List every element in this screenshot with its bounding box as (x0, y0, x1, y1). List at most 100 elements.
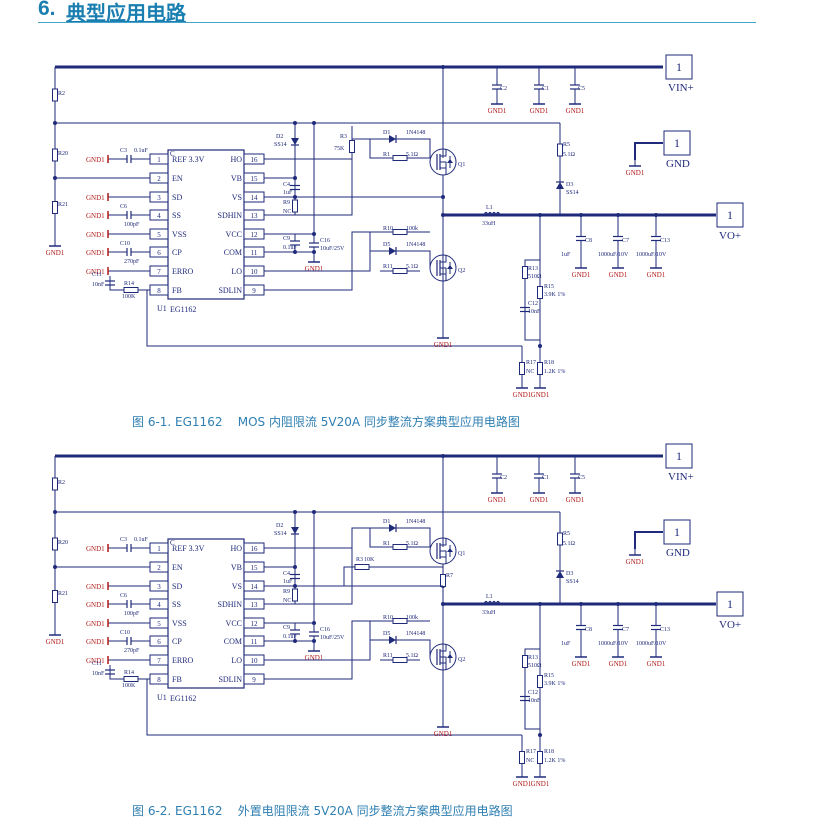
ground-label: GND1 (305, 265, 324, 273)
ground-label: GND1 (531, 391, 550, 399)
pin-number: 5 (157, 620, 161, 628)
ground-label: GND1 (530, 496, 549, 504)
component-label: C5 (578, 475, 585, 481)
component-label: NC (283, 209, 291, 215)
component-label: R15 (544, 673, 554, 679)
resistor (349, 140, 355, 153)
component-label: C1 (542, 86, 549, 92)
component-label: 1000uF/10V (598, 641, 629, 647)
component-label: 1000uF/10V (598, 252, 629, 258)
component-label: Q2 (458, 657, 465, 663)
component-label: Q2 (458, 268, 465, 274)
component-label: C7 (622, 627, 629, 633)
resistor (392, 657, 408, 663)
component-label: 1N4148 (406, 130, 425, 136)
pin-number: 15 (251, 175, 259, 183)
ground-label: GND1 (566, 496, 585, 504)
wire (440, 267, 447, 274)
component-label: SS14 (274, 142, 287, 148)
component-label: D5 (383, 631, 390, 637)
component-label: C6 (120, 204, 127, 210)
diode (389, 636, 396, 644)
wire (264, 527, 431, 549)
component-label: R20 (58, 540, 68, 546)
port-number: 1 (674, 525, 680, 539)
pin-number: 16 (251, 156, 259, 164)
component-label: C12 (528, 301, 538, 307)
pin-number: 11 (251, 249, 258, 257)
component-label: 10nF (528, 309, 541, 315)
pin-name: VSS (172, 619, 187, 628)
component-label: NC (283, 598, 291, 604)
wire (146, 679, 522, 736)
diode (556, 571, 564, 578)
pin-number: 6 (157, 638, 161, 646)
header-rule (38, 22, 756, 23)
component-label: 10nF (92, 671, 105, 677)
pin-name: EN (172, 174, 183, 183)
resistor (52, 477, 58, 491)
component-label: R14 (124, 670, 134, 676)
port-box (665, 443, 693, 469)
pin-number: 1 (157, 545, 161, 553)
component-label: C2 (500, 86, 507, 92)
component-label: 0.1uF (283, 634, 298, 640)
component-label: L1 (486, 594, 493, 600)
ic-ref: U1 (157, 304, 167, 313)
pin-number: 8 (157, 676, 161, 684)
port-box (716, 591, 744, 617)
component-label: 33uH (482, 610, 496, 616)
port-box (665, 54, 693, 80)
ground-label: GND1 (434, 730, 453, 738)
ground-label: GND1 (647, 660, 666, 668)
component-label: C5 (578, 86, 585, 92)
component-label: C4 (283, 182, 290, 188)
component-label: 100k (406, 226, 418, 232)
ground-label: GND1 (86, 231, 105, 239)
mosfet-body-diode (447, 654, 453, 658)
component-label: R17 (526, 360, 536, 366)
pin-name: SDLIN (218, 675, 242, 684)
component-label: 510Ω (528, 663, 542, 669)
mosfet-body-diode (447, 265, 453, 269)
pin-name: SDHIN (218, 600, 243, 609)
section-title: 典型应用电路 (66, 1, 186, 25)
component-label: R2 (58, 91, 65, 97)
component-label: 10uF/25V (320, 246, 345, 252)
ic-body (167, 149, 245, 300)
port-box (716, 202, 744, 228)
ground-label: GND1 (434, 341, 453, 349)
pin-name: VSS (172, 230, 187, 239)
ic-c-label: C (170, 539, 175, 547)
component-label: 3.9K 1% (544, 681, 565, 687)
junction-dot (293, 250, 297, 254)
component-label: C13 (660, 627, 670, 633)
component-label: D3 (566, 571, 573, 577)
component-label: 270pF (124, 259, 140, 265)
resistor (522, 266, 528, 279)
component-label: R13 (528, 266, 538, 272)
component-label: 10nF (528, 698, 541, 704)
component-label: R1 (383, 541, 390, 547)
pin-number: 2 (157, 175, 161, 183)
component-label: 1.2K 1% (544, 369, 565, 375)
resistor (557, 532, 563, 546)
pin-number: 11 (251, 638, 258, 646)
component-label: R17 (526, 749, 536, 755)
pin-number: 7 (157, 657, 161, 665)
component-label: C10 (120, 630, 130, 636)
component-label: R21 (58, 202, 68, 208)
ground-label: GND1 (626, 169, 645, 177)
ic-name: EG1162 (170, 694, 196, 703)
pin-number: 13 (251, 601, 259, 609)
wire (634, 142, 663, 160)
resistor (392, 544, 408, 550)
ground-label: GND1 (609, 271, 628, 279)
component-label: 10K (364, 557, 375, 563)
resistor (52, 88, 58, 102)
section-number: 6. (38, 0, 56, 20)
resistor (522, 655, 528, 668)
resistor (392, 229, 408, 235)
component-label: 1000uF/10V (636, 641, 667, 647)
ground-label: GND1 (647, 271, 666, 279)
